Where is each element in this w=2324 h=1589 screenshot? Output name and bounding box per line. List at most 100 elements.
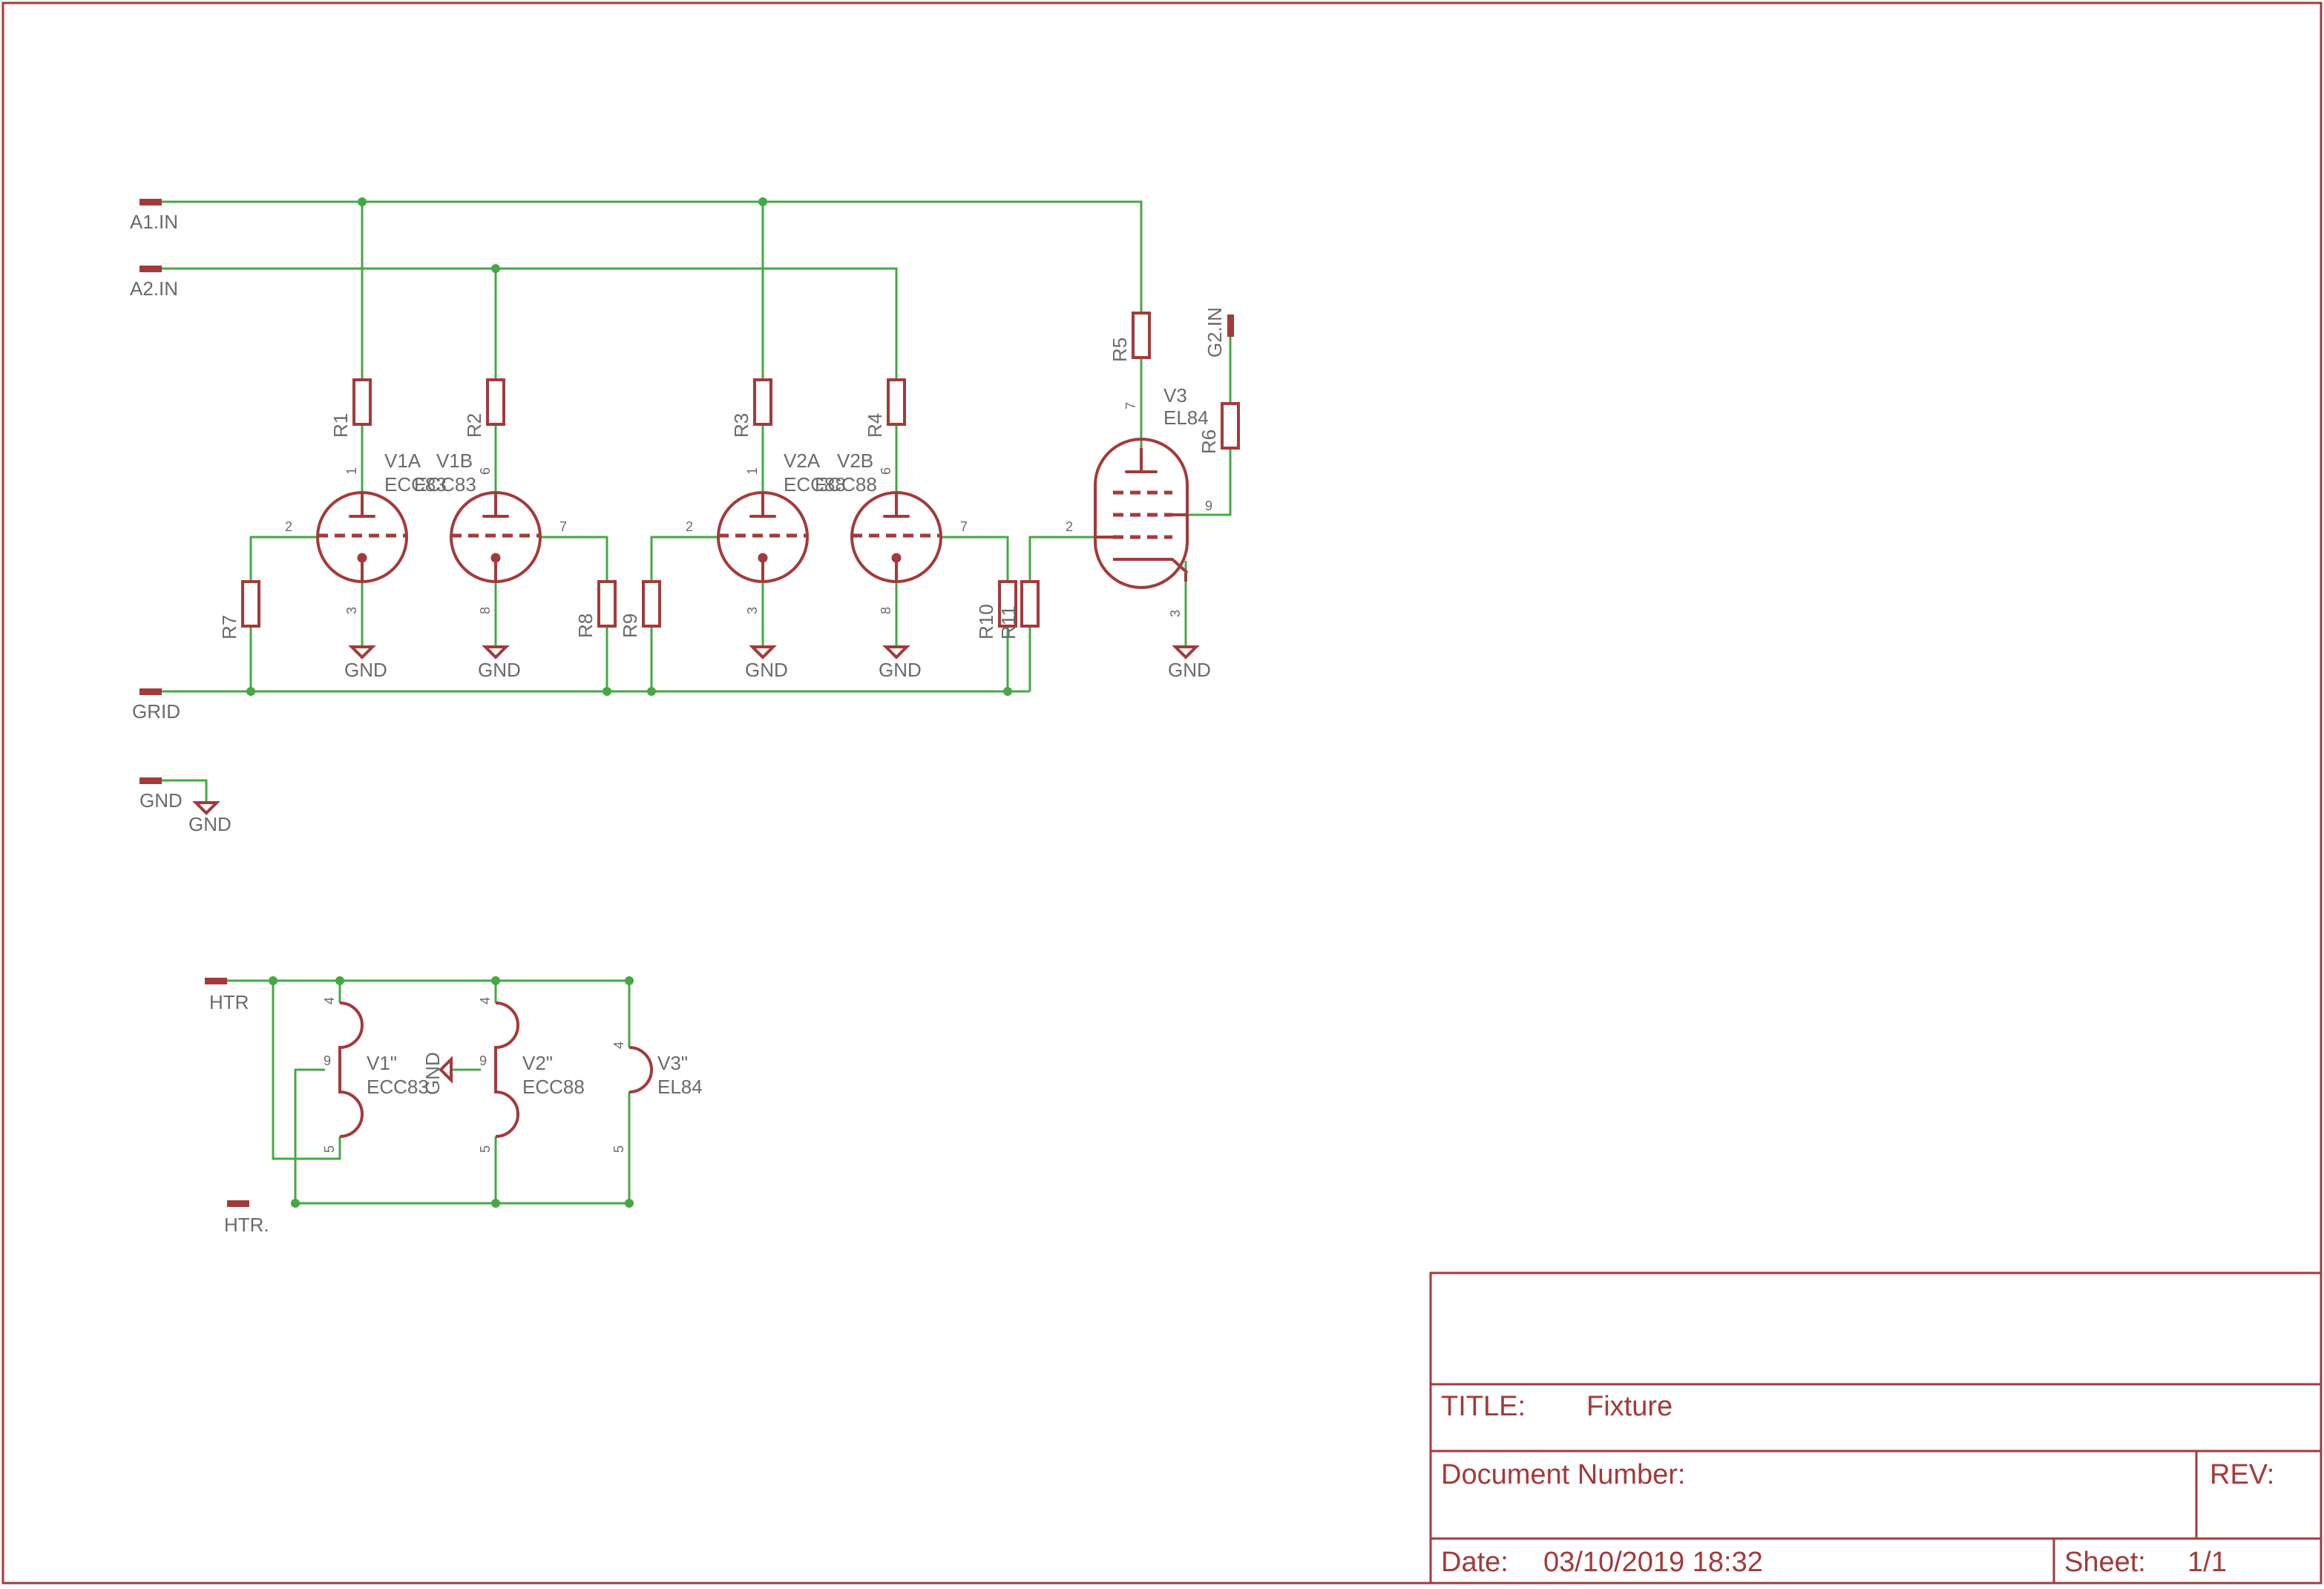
resistor-r3 (753, 378, 772, 426)
svg-text:7: 7 (559, 519, 567, 534)
resistors: R1 R2 R3 R4 R5 R6 R7 R8 R9 R10 R11 (218, 312, 1240, 639)
tube-v2a-name: V2A (784, 450, 821, 472)
svg-text:GND: GND (188, 813, 232, 835)
heater-v3: V3" EL84 4 5 (611, 1042, 703, 1153)
svg-text:GND: GND (478, 659, 521, 681)
svg-text:8: 8 (478, 607, 493, 614)
tube-v1a: V1A ECC83 1 2 3 (285, 450, 447, 614)
resistor-r2-label: R2 (463, 413, 485, 438)
tube-v1b-value: ECC83 (414, 473, 476, 496)
resistor-r11 (1020, 580, 1040, 628)
port-gnd (139, 777, 162, 784)
title-block: TITLE: Fixture Document Number: REV: Dat… (1429, 1271, 2323, 1585)
svg-text:7: 7 (1123, 402, 1138, 409)
port-a2-in (139, 266, 162, 272)
resistor-r5 (1132, 312, 1151, 359)
svg-text:4: 4 (322, 997, 337, 1004)
svg-text:6: 6 (478, 467, 493, 475)
svg-text:9: 9 (324, 1053, 331, 1068)
junction (1003, 687, 1012, 696)
svg-text:GND: GND (745, 659, 788, 681)
tube-v1a-name: V1A (384, 450, 421, 472)
junction (269, 976, 278, 985)
port-htr-dot-label: HTR. (224, 1214, 269, 1236)
heater-v2-value: ECC88 (522, 1076, 585, 1098)
rev-label: REV: (2210, 1459, 2274, 1490)
svg-text:5: 5 (611, 1145, 626, 1153)
svg-text:3: 3 (1168, 610, 1183, 617)
svg-text:8: 8 (879, 607, 893, 614)
heater-v3-name: V3" (657, 1052, 688, 1074)
gnd-icon (348, 645, 376, 659)
wires (162, 200, 1232, 1205)
svg-text:GND: GND (1168, 659, 1211, 681)
junction (491, 264, 500, 273)
resistor-r7 (241, 580, 260, 628)
port-g2-in-label: G2.IN (1204, 307, 1226, 358)
tube-v2b-name: V2B (837, 450, 873, 472)
svg-text:7: 7 (960, 519, 968, 534)
heater-v2: V2" ECC88 4 9 5 (478, 997, 585, 1153)
resistor-r2 (486, 378, 505, 426)
resistor-r7-label: R7 (218, 615, 240, 639)
resistor-r6 (1221, 402, 1240, 450)
svg-text:1: 1 (344, 467, 359, 475)
junction (246, 687, 255, 696)
tube-v3: V3 EL84 7 2 9 3 (1066, 384, 1212, 617)
resistor-r1 (352, 378, 372, 426)
port-a1-in (139, 199, 162, 205)
resistor-r8 (597, 580, 617, 628)
junction (625, 976, 634, 985)
svg-text:3: 3 (344, 607, 359, 614)
date-label: Date: (1441, 1547, 1509, 1578)
tube-v2b: V2B ECC88 6 7 8 (815, 450, 968, 614)
resistor-r10-label: R10 (975, 604, 997, 639)
port-htr (205, 978, 227, 984)
port-htr-dot (227, 1200, 249, 1207)
port-g2-in (1227, 315, 1234, 337)
sheet-label: Sheet: (2064, 1547, 2146, 1578)
heater-v1: V1" ECC83 4 9 5 (322, 997, 429, 1153)
svg-text:5: 5 (322, 1145, 337, 1153)
sheet-value: 1/1 (2187, 1547, 2227, 1578)
tube-v2a-value: ECC88 (784, 473, 846, 496)
gnd-icon (192, 801, 220, 815)
junction (335, 976, 344, 985)
port-grid (139, 688, 162, 695)
port-htr-label: HTR (209, 991, 249, 1013)
heater-v1-name: V1" (367, 1052, 397, 1074)
svg-text:2: 2 (285, 519, 292, 534)
title-value: Fixture (1586, 1391, 1673, 1422)
port-grid-label: GRID (132, 700, 180, 723)
tube-v1b-name: V1B (436, 450, 473, 472)
svg-text:1: 1 (745, 467, 760, 475)
port-a2-in-label: A2.IN (130, 277, 178, 300)
svg-text:GND: GND (421, 1052, 444, 1095)
heater-v2-name: V2" (522, 1052, 553, 1074)
tube-v1b: V1B ECC83 6 7 8 (414, 450, 567, 614)
resistor-r5-label: R5 (1109, 338, 1131, 362)
junction (491, 976, 500, 985)
port-a1-in-label: A1.IN (130, 211, 178, 233)
junction-dots (246, 197, 1012, 1208)
heater-v3-value: EL84 (657, 1076, 703, 1098)
junction (491, 1199, 500, 1208)
resistor-r11-label: R11 (997, 605, 1020, 639)
gnd-icon (482, 645, 510, 659)
junction (291, 1199, 300, 1208)
gnd-icon (882, 645, 910, 659)
svg-text:6: 6 (879, 467, 893, 475)
document-number-label: Document Number: (1441, 1459, 1685, 1490)
resistor-r9 (642, 580, 661, 628)
resistor-r4-label: R4 (864, 413, 886, 438)
svg-text:GND: GND (879, 659, 922, 681)
resistor-r3-label: R3 (730, 413, 752, 438)
resistor-r4 (887, 378, 906, 426)
tube-v1a-value: ECC83 (384, 473, 447, 496)
port-gnd-label: GND (139, 789, 183, 812)
heater-v1-value: ECC83 (367, 1076, 429, 1098)
resistor-r10 (998, 580, 1017, 628)
gnd-icon (749, 645, 777, 659)
